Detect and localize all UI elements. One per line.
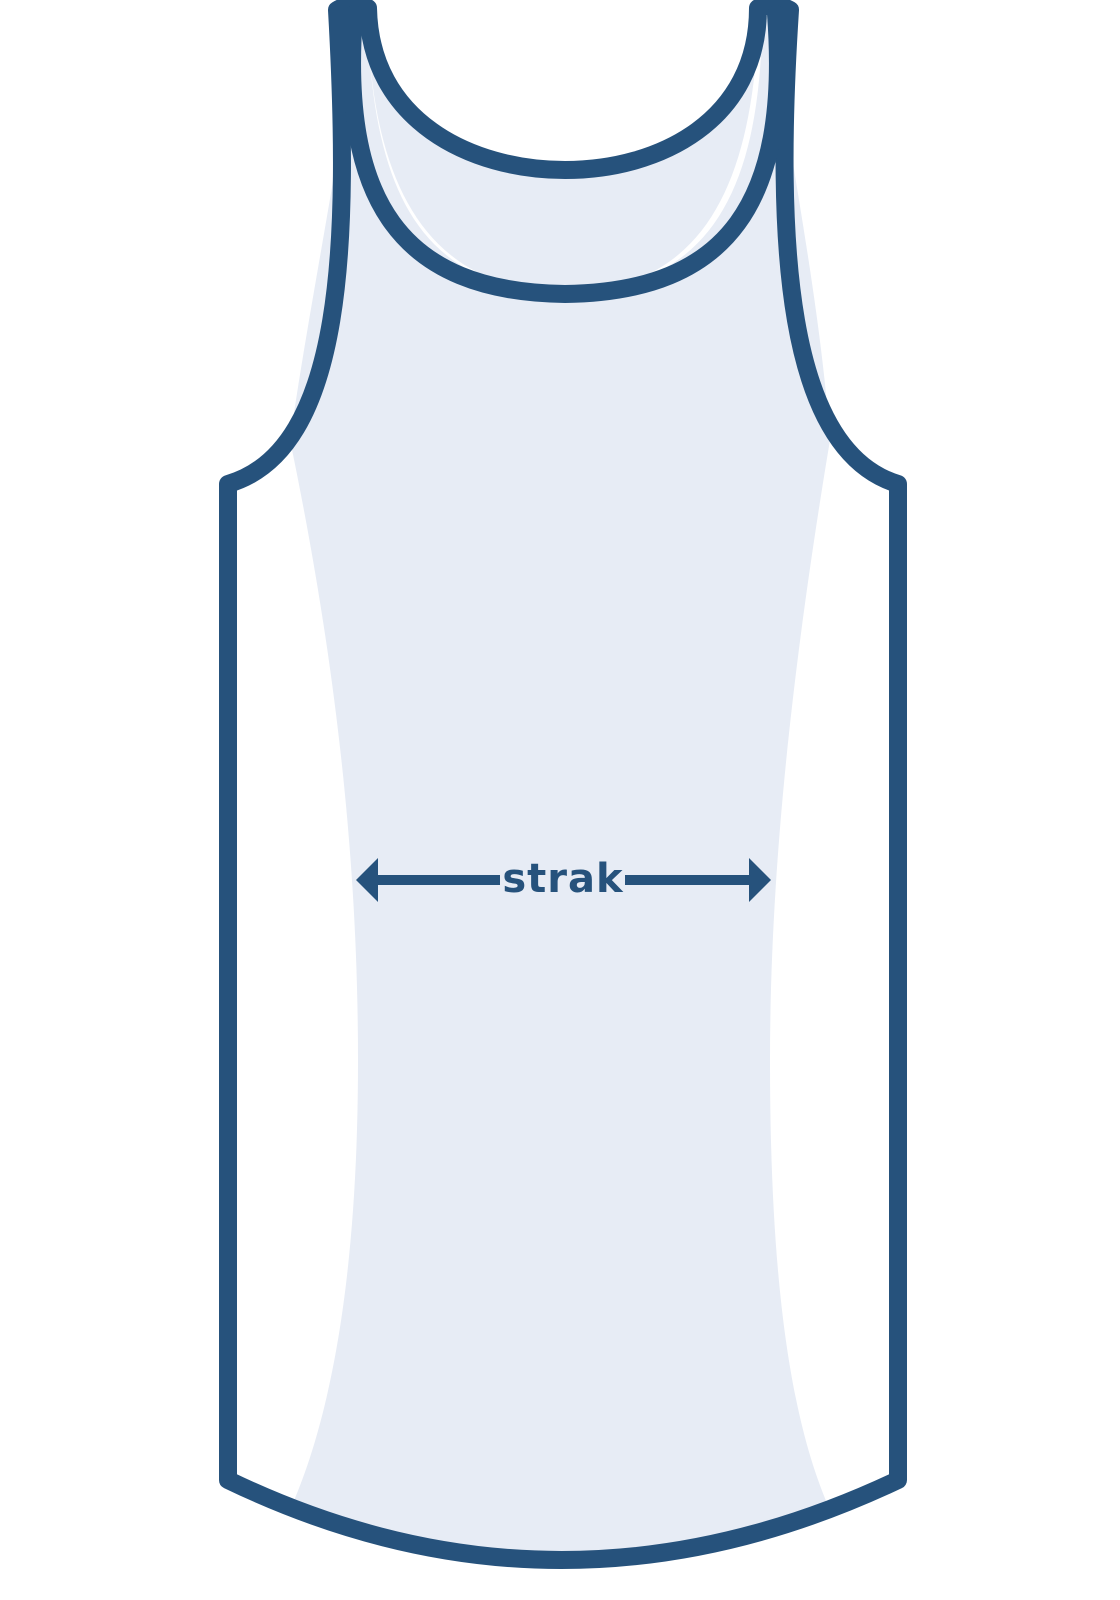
arrow-right-icon [749,858,771,902]
arrow-left-icon [356,858,378,902]
measurement-indicator: strak [356,856,771,902]
back-neck-fill [368,10,758,292]
measurement-label: strak [502,856,624,902]
body-panel-fill [290,15,830,1560]
front-neckline [343,5,787,303]
tank-top-outline [219,0,907,1569]
